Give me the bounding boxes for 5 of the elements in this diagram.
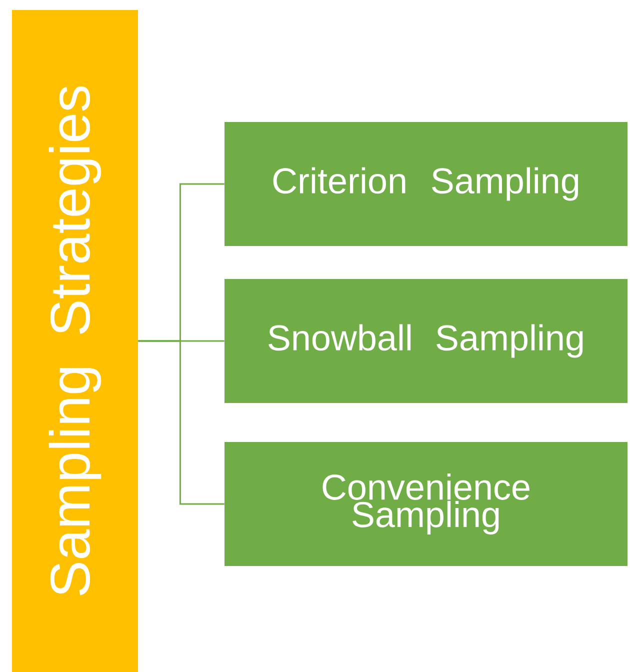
category-box: Convenience Sampling — [224, 442, 628, 566]
title-bar: Sampling Strategies — [12, 10, 138, 672]
category-box: Criterion Sampling — [224, 122, 628, 246]
category-box: Snowball Sampling — [224, 279, 628, 403]
connector-line — [138, 340, 224, 505]
